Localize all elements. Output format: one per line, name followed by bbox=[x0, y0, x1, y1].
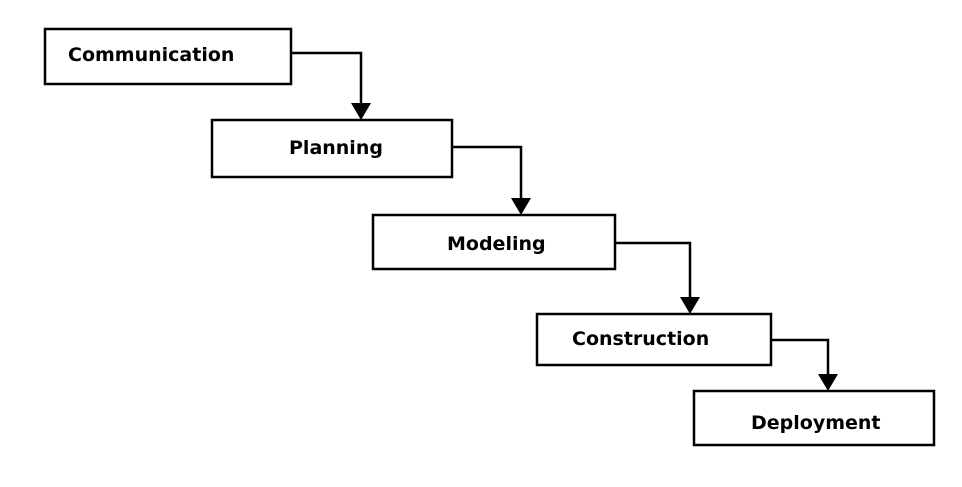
stage-label-deployment: Deployment bbox=[751, 412, 881, 434]
stage-label-construction: Construction bbox=[572, 328, 709, 350]
stage-label-planning: Planning bbox=[289, 137, 383, 159]
stage-label-communication: Communication bbox=[68, 44, 234, 66]
stage-box-modeling bbox=[371, 213, 617, 271]
stage-planning: Planning bbox=[210, 118, 454, 179]
stage-communication: Communication bbox=[43, 27, 293, 86]
connector-planning-to-modeling bbox=[452, 145, 523, 200]
connector-modeling-to-construction bbox=[615, 241, 692, 299]
connector-communication-to-planning bbox=[291, 51, 363, 105]
stage-modeling: Modeling bbox=[371, 213, 617, 271]
arrowhead-modeling bbox=[511, 198, 531, 215]
arrowhead-construction bbox=[680, 297, 700, 314]
stage-box-construction bbox=[535, 312, 773, 367]
arrowhead-planning bbox=[351, 103, 371, 120]
stage-construction: Construction bbox=[535, 312, 773, 367]
stage-box-planning bbox=[210, 118, 454, 179]
stage-box-deployment bbox=[692, 389, 936, 447]
arrowhead-deployment bbox=[818, 374, 838, 391]
stage-box-communication bbox=[43, 27, 293, 86]
stage-deployment: Deployment bbox=[692, 389, 936, 447]
connector-construction-to-deployment bbox=[771, 338, 830, 376]
stage-label-modeling: Modeling bbox=[447, 233, 546, 255]
